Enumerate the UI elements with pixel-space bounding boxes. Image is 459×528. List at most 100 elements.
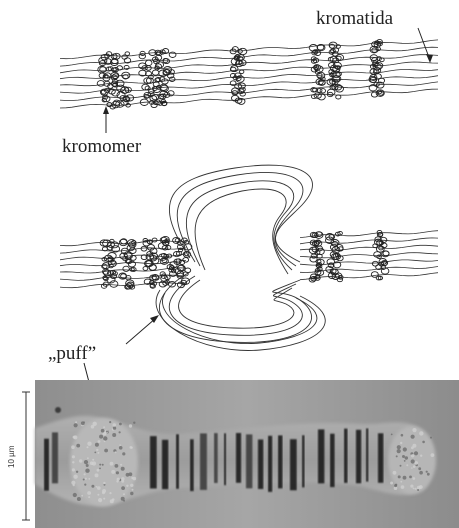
- granule: [427, 473, 430, 476]
- granule: [409, 476, 412, 479]
- granule: [431, 453, 435, 457]
- puff-loop: [169, 165, 312, 262]
- granule: [418, 467, 421, 470]
- chromosome-band: [278, 435, 283, 488]
- chromomere-loop: [152, 95, 159, 100]
- granule: [411, 454, 414, 457]
- chromosome-band: [330, 434, 335, 487]
- chromosome-band: [190, 439, 194, 491]
- granule: [72, 468, 75, 471]
- granule: [113, 423, 117, 427]
- granule: [119, 423, 122, 426]
- granule: [76, 444, 80, 448]
- granule: [116, 471, 119, 474]
- granule: [397, 445, 401, 449]
- puff-loop: [195, 189, 288, 274]
- granule: [403, 476, 407, 480]
- puff-label: „puff”: [48, 343, 96, 364]
- granule: [84, 460, 88, 464]
- granule: [419, 485, 423, 489]
- granule: [132, 489, 134, 491]
- granule: [129, 446, 132, 449]
- chromomere-loop: [152, 70, 159, 75]
- chromatid-arrowhead: [426, 54, 433, 63]
- granule: [91, 485, 94, 488]
- granule: [430, 437, 432, 439]
- puff-loop: [159, 272, 311, 342]
- chromomere-loop: [125, 52, 130, 56]
- granule: [122, 452, 125, 455]
- puff-loop: [169, 276, 302, 335]
- granule: [73, 475, 77, 479]
- granule: [84, 484, 86, 486]
- granule: [102, 491, 105, 494]
- granule: [419, 431, 423, 435]
- chromosome-band: [268, 436, 272, 492]
- granule: [103, 482, 105, 484]
- granule: [96, 486, 98, 488]
- chromomere-loop: [162, 246, 168, 250]
- granule: [98, 440, 101, 443]
- granule: [99, 468, 101, 470]
- granule: [391, 434, 393, 436]
- chromomere-loop: [335, 86, 343, 93]
- granule: [73, 484, 75, 486]
- chromomere-loop: [111, 54, 117, 59]
- granule: [119, 446, 123, 450]
- granule: [99, 464, 101, 466]
- granule: [393, 471, 397, 475]
- granule: [400, 442, 402, 444]
- granule: [98, 498, 102, 502]
- granule: [402, 455, 405, 458]
- granule: [115, 464, 119, 468]
- granule: [126, 473, 130, 477]
- granule: [71, 445, 75, 449]
- granule: [95, 443, 99, 447]
- puff-chromomere-clusters: [100, 230, 389, 289]
- granule: [104, 449, 108, 453]
- granule: [112, 433, 116, 437]
- granule: [426, 471, 428, 473]
- granule: [114, 451, 116, 453]
- granule: [419, 471, 423, 475]
- granule: [104, 440, 106, 442]
- chromosome-band: [214, 433, 218, 483]
- granule: [93, 422, 97, 426]
- granule: [119, 431, 121, 433]
- granule: [79, 459, 82, 462]
- granule: [400, 465, 402, 467]
- granule: [415, 461, 419, 465]
- chromosome-band: [246, 434, 252, 488]
- granule: [97, 452, 99, 454]
- puff-loop: [156, 290, 325, 350]
- chromomere-label: kromomer: [62, 136, 142, 157]
- granule: [102, 464, 104, 466]
- chromosome-band: [176, 434, 179, 489]
- granule: [414, 451, 418, 455]
- chromomere-arrowhead: [103, 106, 109, 114]
- chromomere-diagram: kromatida kromomer: [60, 8, 438, 157]
- granule: [390, 482, 393, 485]
- chromomere-clusters: [97, 39, 384, 109]
- granule: [84, 473, 86, 475]
- granule: [406, 464, 408, 466]
- granule: [109, 492, 111, 494]
- granule: [400, 481, 402, 483]
- puff-loop: [179, 280, 294, 328]
- granule: [121, 467, 125, 471]
- granule: [396, 455, 398, 457]
- granule: [92, 459, 94, 461]
- puff-loop: [186, 181, 293, 270]
- granule: [96, 449, 98, 451]
- chromosome-band: [258, 440, 263, 490]
- granule: [417, 489, 419, 491]
- puff-diagram: „puff”: [48, 165, 438, 410]
- debris-particle: [55, 407, 61, 413]
- chromosome-band: [44, 439, 49, 491]
- granule: [97, 469, 100, 472]
- granule: [109, 421, 111, 423]
- granule: [83, 421, 85, 423]
- granule: [76, 471, 78, 473]
- chromomere-loop: [97, 81, 104, 87]
- granule: [398, 475, 401, 478]
